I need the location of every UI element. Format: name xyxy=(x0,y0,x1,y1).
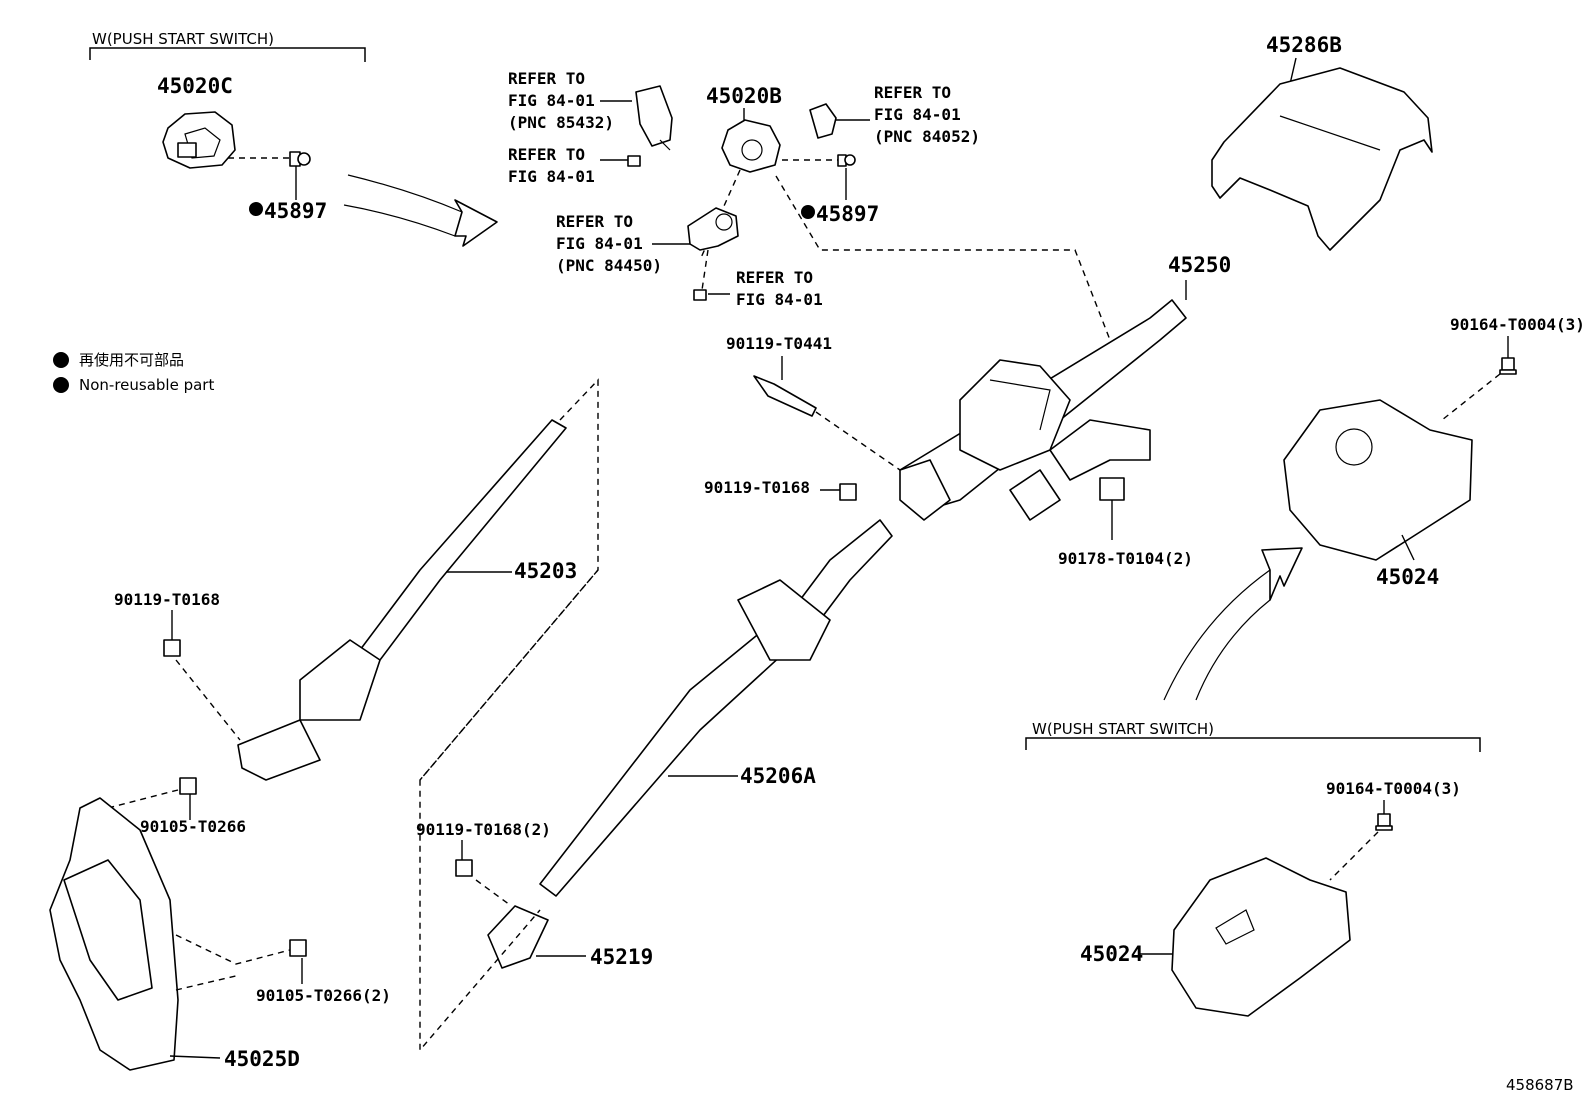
non-reusable-dot-icon xyxy=(249,202,263,216)
bolt-icon xyxy=(163,639,181,657)
push-start-switch-part[interactable] xyxy=(162,111,236,169)
callout-45020B: 45020B xyxy=(706,84,782,108)
lower-cover-part-b[interactable] xyxy=(1171,857,1351,1017)
svg-text:(PNC 84450): (PNC 84450) xyxy=(556,256,662,275)
lock-part-84450[interactable] xyxy=(687,207,739,251)
lower-cover-part-a[interactable] xyxy=(1283,399,1473,561)
legend: 再使用不可部品 Non-reusable part xyxy=(53,351,214,394)
svg-text:FIG 84-01: FIG 84-01 xyxy=(874,105,961,124)
svg-text:FIG 84-01: FIG 84-01 xyxy=(508,91,595,110)
callout-45020C: 45020C xyxy=(157,74,233,98)
callout-90119-T0168b: 90119-T0168 xyxy=(114,590,220,609)
refer-note-2: REFER TO FIG 84-01 xyxy=(508,145,595,186)
switch-part-84052[interactable] xyxy=(809,103,837,139)
bolt-icon-90164b xyxy=(1375,813,1393,831)
arrow-icon-bottom xyxy=(1163,547,1303,701)
bolt-icon xyxy=(839,483,857,501)
intermediate-shaft-part[interactable] xyxy=(237,419,567,781)
legend-jp: 再使用不可部品 xyxy=(79,351,184,369)
callout-45024b: 45024 xyxy=(1080,942,1143,966)
callout-90119-T0168c: 90119-T0168(2) xyxy=(416,820,551,839)
variant-label-bottom: W(PUSH START SWITCH) xyxy=(1032,720,1214,738)
callout-45219: 45219 xyxy=(590,945,653,969)
callout-90105b: 90105-T0266(2) xyxy=(256,986,391,1005)
callout-45897b: 45897 xyxy=(816,202,879,226)
callout-45250: 45250 xyxy=(1168,253,1231,277)
callout-45286B: 45286B xyxy=(1266,33,1342,57)
svg-text:FIG 84-01: FIG 84-01 xyxy=(508,167,595,186)
main-shaft-part[interactable] xyxy=(539,519,893,897)
callout-90164a: 90164-T0004(3) xyxy=(1450,315,1585,334)
ignition-switch-part[interactable] xyxy=(721,119,781,173)
callout-45025D: 45025D xyxy=(224,1047,300,1071)
callout-45024a: 45024 xyxy=(1376,565,1439,589)
refer-note-4: REFER TO FIG 84-01 xyxy=(736,268,823,309)
bolt-icon-90164a xyxy=(1499,357,1517,375)
svg-text:(PNC 84052): (PNC 84052) xyxy=(874,127,980,146)
screw-icon-45897a xyxy=(289,151,311,167)
legend-en: Non-reusable part xyxy=(79,376,214,394)
figure-id: 458687B xyxy=(1506,1076,1574,1094)
callout-90164b: 90164-T0004(3) xyxy=(1326,779,1461,798)
nut-icon xyxy=(1099,477,1125,501)
callout-90178: 90178-T0104(2) xyxy=(1058,549,1193,568)
bolt-icon xyxy=(455,859,473,877)
screw-icon xyxy=(627,155,641,167)
callout-45206A: 45206A xyxy=(740,764,816,788)
upper-cover-part[interactable] xyxy=(1211,67,1433,251)
boot-part-45025D[interactable] xyxy=(49,797,179,1071)
screw-icon xyxy=(693,289,707,301)
callout-90105a: 90105-T0266 xyxy=(140,817,246,836)
non-reusable-dot-icon xyxy=(53,352,69,368)
callout-45203: 45203 xyxy=(514,559,577,583)
svg-text:(PNC 85432): (PNC 85432) xyxy=(508,113,614,132)
refer-note-5: REFER TO FIG 84-01 (PNC 84052) xyxy=(874,83,980,146)
svg-text:FIG 84-01: FIG 84-01 xyxy=(736,290,823,309)
svg-text:FIG 84-01: FIG 84-01 xyxy=(556,234,643,253)
steering-column-part[interactable] xyxy=(899,299,1187,521)
variant-bracket-top: W(PUSH START SWITCH) xyxy=(89,30,366,62)
svg-text:REFER TO: REFER TO xyxy=(508,69,585,88)
variant-label-top: W(PUSH START SWITCH) xyxy=(92,30,274,48)
bolt-icon-90119-T0441 xyxy=(753,375,817,417)
svg-text:REFER TO: REFER TO xyxy=(556,212,633,231)
variant-bracket-bottom: W(PUSH START SWITCH) xyxy=(1025,720,1481,752)
non-reusable-dot-icon xyxy=(801,205,815,219)
refer-note-3: REFER TO FIG 84-01 (PNC 84450) xyxy=(556,212,662,275)
arrow-icon-top xyxy=(343,174,498,247)
bolt-icon xyxy=(289,939,307,957)
screw-icon-45897b xyxy=(837,154,856,167)
callout-90119-T0441: 90119-T0441 xyxy=(726,334,832,353)
callout-45897a: 45897 xyxy=(264,199,327,223)
svg-text:REFER TO: REFER TO xyxy=(508,145,585,164)
svg-text:REFER TO: REFER TO xyxy=(736,268,813,287)
yoke-part-45219[interactable] xyxy=(487,905,549,969)
callout-90119-T0168a: 90119-T0168 xyxy=(704,478,810,497)
refer-note-1: REFER TO FIG 84-01 (PNC 85432) xyxy=(508,69,614,132)
sensor-part-85432[interactable] xyxy=(635,85,673,151)
svg-text:REFER TO: REFER TO xyxy=(874,83,951,102)
non-reusable-dot-icon xyxy=(53,377,69,393)
bolt-icon xyxy=(179,777,197,795)
